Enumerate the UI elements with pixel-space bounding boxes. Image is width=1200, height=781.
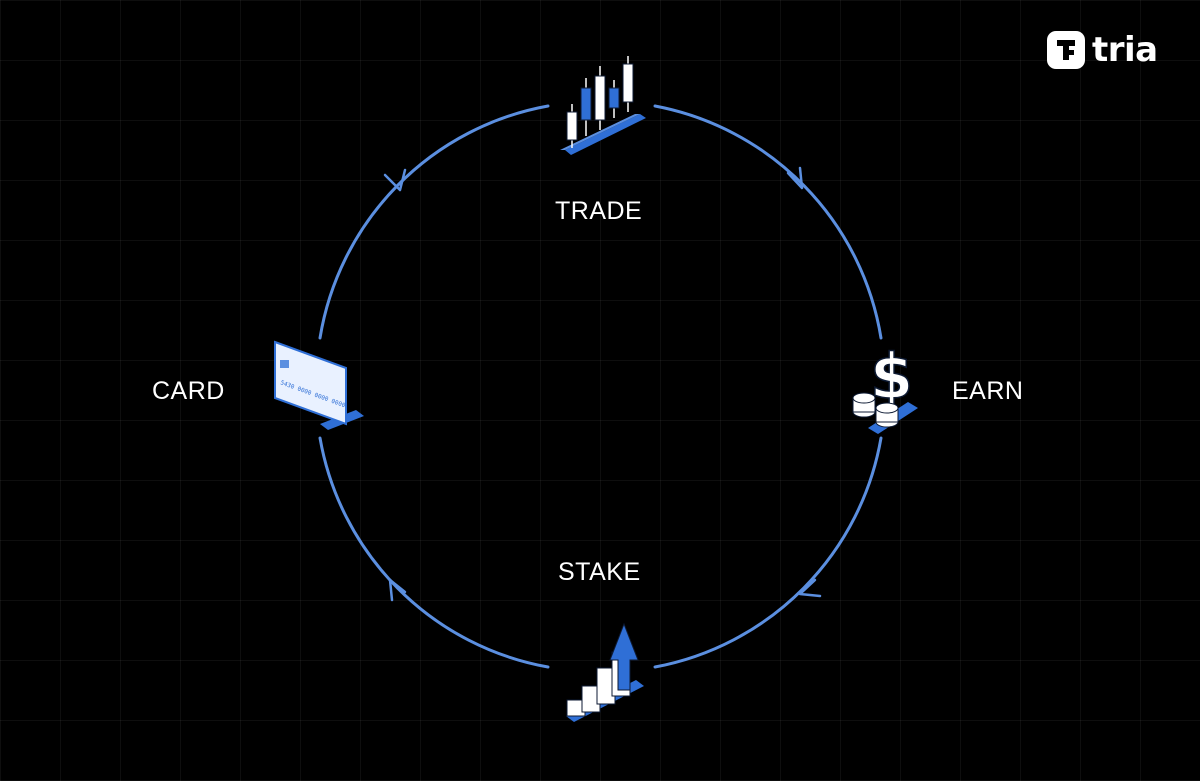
ring-arc-card-trade [318, 104, 550, 340]
node-label-card: CARD [152, 377, 225, 405]
candlestick-chart-icon [560, 56, 646, 155]
arrow-chevron-nw [383, 168, 407, 192]
arrow-chevron-ne [786, 166, 804, 190]
arrow-chevron-sw [388, 578, 407, 602]
dollar-coins-icon: $ [852, 339, 918, 434]
node-label-trade: TRADE [555, 197, 643, 225]
ring-arc-stake-card [318, 436, 550, 669]
brand-name: tria [1092, 30, 1158, 70]
node-label-earn: EARN [952, 377, 1024, 405]
brand-logo: tria [1047, 30, 1158, 70]
ring-arc-trade-earn [653, 104, 883, 340]
tria-logo-icon [1047, 31, 1085, 69]
arrow-chevron-se [798, 578, 822, 598]
svg-text:$: $ [870, 340, 913, 413]
ring-arc-earn-stake [653, 436, 883, 669]
credit-card-icon: 5430 0000 0000 0000 [274, 340, 364, 430]
growth-bars-arrow-icon [566, 622, 644, 722]
node-label-stake: STAKE [558, 558, 641, 586]
